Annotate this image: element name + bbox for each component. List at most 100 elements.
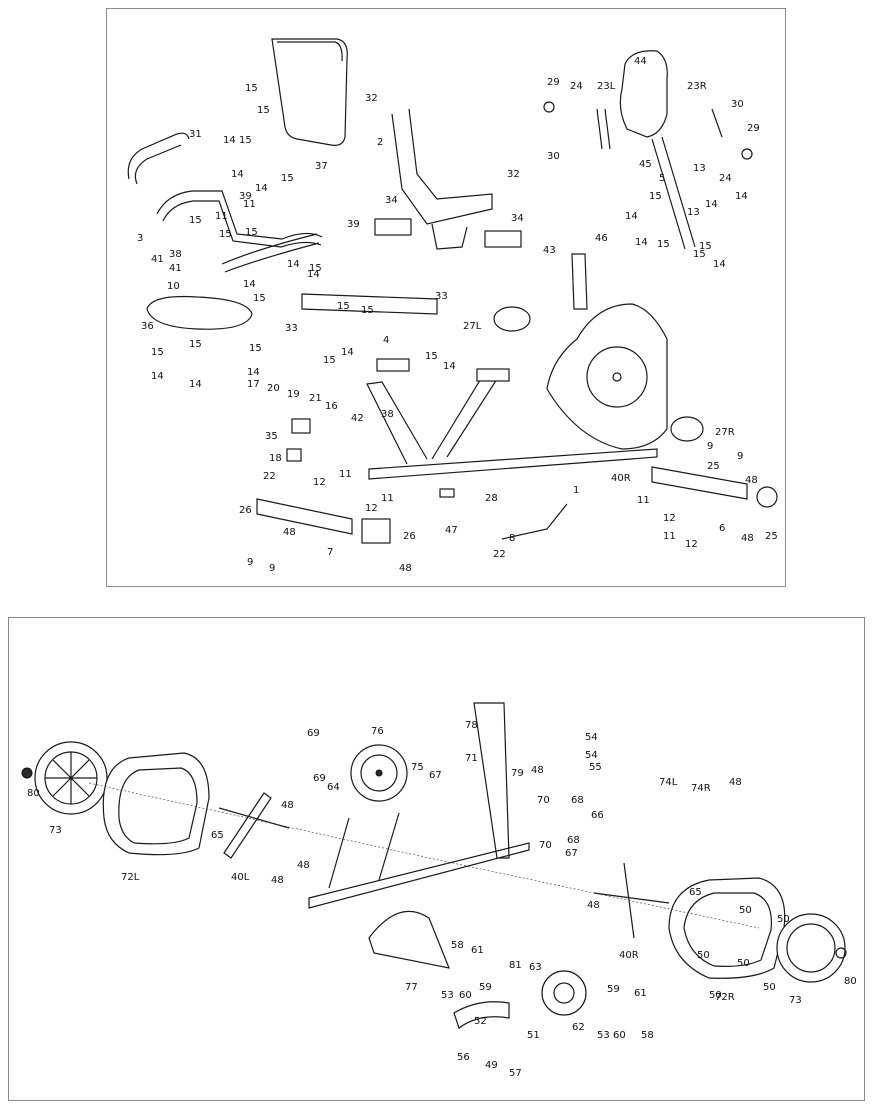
top-callout: 30 — [731, 99, 744, 110]
top-callout: 14 — [247, 367, 260, 378]
top-callout: 15 — [239, 135, 252, 146]
top-callout: 15 — [309, 263, 322, 274]
bottom-callout: 74L — [659, 777, 678, 788]
bottom-callout: 40L — [231, 872, 250, 883]
top-callout: 45 — [639, 159, 652, 170]
bottom-callout: 64 — [327, 782, 340, 793]
top-callout: 29 — [547, 77, 560, 88]
bottom-callout: 59 — [607, 984, 620, 995]
top-callout: 9 — [737, 451, 743, 462]
top-callout: 25 — [765, 531, 778, 542]
top-callout: 11 — [243, 199, 256, 210]
top-callout: 14 — [231, 169, 244, 180]
top-callout: 1 — [573, 485, 579, 496]
handlebar-main — [156, 190, 323, 240]
top-callout: 14 — [243, 279, 256, 290]
top-callout: 40R — [611, 473, 631, 484]
bottom-callout: 68 — [571, 795, 584, 806]
top-callout: 15 — [425, 351, 438, 362]
top-callout: 27L — [463, 321, 482, 332]
bottom-callout: 48 — [281, 800, 294, 811]
top-callout: 36 — [141, 321, 154, 332]
top-callout: 11 — [637, 495, 650, 506]
top-callout: 15 — [245, 227, 258, 238]
top-callout: 20 — [267, 383, 280, 394]
drive-belt — [368, 910, 450, 969]
top-callout: 37 — [315, 161, 328, 172]
top-callout: 15 — [219, 229, 232, 240]
frame-assembly — [308, 842, 530, 909]
top-callout: 15 — [189, 215, 202, 226]
top-callout: 48 — [283, 527, 296, 538]
top-callout: 14 — [625, 211, 638, 222]
bottom-callout: 53 — [441, 990, 454, 1001]
bottom-callout: 74R — [691, 783, 711, 794]
top-callout: 5 — [659, 173, 665, 184]
top-callout: 10 — [167, 281, 180, 292]
top-callout: 2 — [377, 137, 383, 148]
top-callout: 44 — [634, 56, 647, 67]
seat-rail-right — [484, 230, 522, 248]
top-callout: 29 — [747, 123, 760, 134]
top-callout: 15 — [253, 293, 266, 304]
top-callout: 24 — [570, 81, 583, 92]
bottom-callout: 50 — [737, 958, 750, 969]
bottom-callout: 48 — [271, 875, 284, 886]
top-callout: 48 — [399, 563, 412, 574]
top-callout: 47 — [445, 525, 458, 536]
bottom-callout: 79 — [511, 768, 524, 779]
top-callout: 15 — [323, 355, 336, 366]
top-callout: 21 — [309, 393, 322, 404]
bottom-callout: 50 — [763, 982, 776, 993]
top-callout: 14 — [713, 259, 726, 270]
bottom-callout: 63 — [529, 962, 542, 973]
bottom-callout: 50 — [697, 950, 710, 961]
bottom-callout: 69 — [307, 728, 320, 739]
bottom-callout: 54 — [585, 732, 598, 743]
top-callout: 48 — [741, 533, 754, 544]
top-callout: 15 — [649, 191, 662, 202]
top-callout: 15 — [245, 83, 258, 94]
housing-left — [102, 752, 210, 856]
top-callout: 14 — [189, 379, 202, 390]
top-callout: 39 — [347, 219, 360, 230]
bottom-callout: 75 — [411, 762, 424, 773]
bottom-callout: 61 — [471, 945, 484, 956]
top-callout: 23R — [687, 81, 707, 92]
bottom-callout: 72R — [715, 992, 735, 1003]
seat-frame — [391, 108, 493, 225]
top-callout: 15 — [337, 301, 350, 312]
bottom-callout: 66 — [591, 810, 604, 821]
top-callout: 14 — [287, 259, 300, 270]
top-callout: 38 — [381, 409, 394, 420]
top-callout: 31 — [189, 129, 202, 140]
bottom-callout: 48 — [531, 765, 544, 776]
bottom-callout: 48 — [587, 900, 600, 911]
top-callout: 33 — [435, 291, 448, 302]
top-callout: 11 — [215, 211, 228, 222]
top-callout: 12 — [685, 539, 698, 550]
top-callout: 15 — [281, 173, 294, 184]
bracket-right — [593, 862, 670, 939]
bottom-callout: 65 — [689, 887, 702, 898]
bottom-callout: 67 — [429, 770, 442, 781]
bottom-callout: 54 — [585, 750, 598, 761]
top-callout: 9 — [247, 557, 253, 568]
top-callout: 14 — [341, 347, 354, 358]
top-callout: 46 — [595, 233, 608, 244]
seat-cushion — [146, 295, 253, 330]
bottom-callout: 52 — [474, 1016, 487, 1027]
bottom-callout: 57 — [509, 1068, 522, 1079]
top-callout: 41 — [169, 263, 182, 274]
bottom-callout: 72L — [121, 872, 140, 883]
top-callout: 8 — [509, 533, 515, 544]
bottom-callout: 80 — [27, 788, 40, 799]
top-callout: 15 — [249, 343, 262, 354]
top-callout: 11 — [339, 469, 352, 480]
top-callout: 22 — [263, 471, 276, 482]
bottom-callout: 50 — [709, 990, 722, 1001]
top-callout: 26 — [403, 531, 416, 542]
top-callout: 32 — [507, 169, 520, 180]
bottom-callout: 68 — [567, 835, 580, 846]
